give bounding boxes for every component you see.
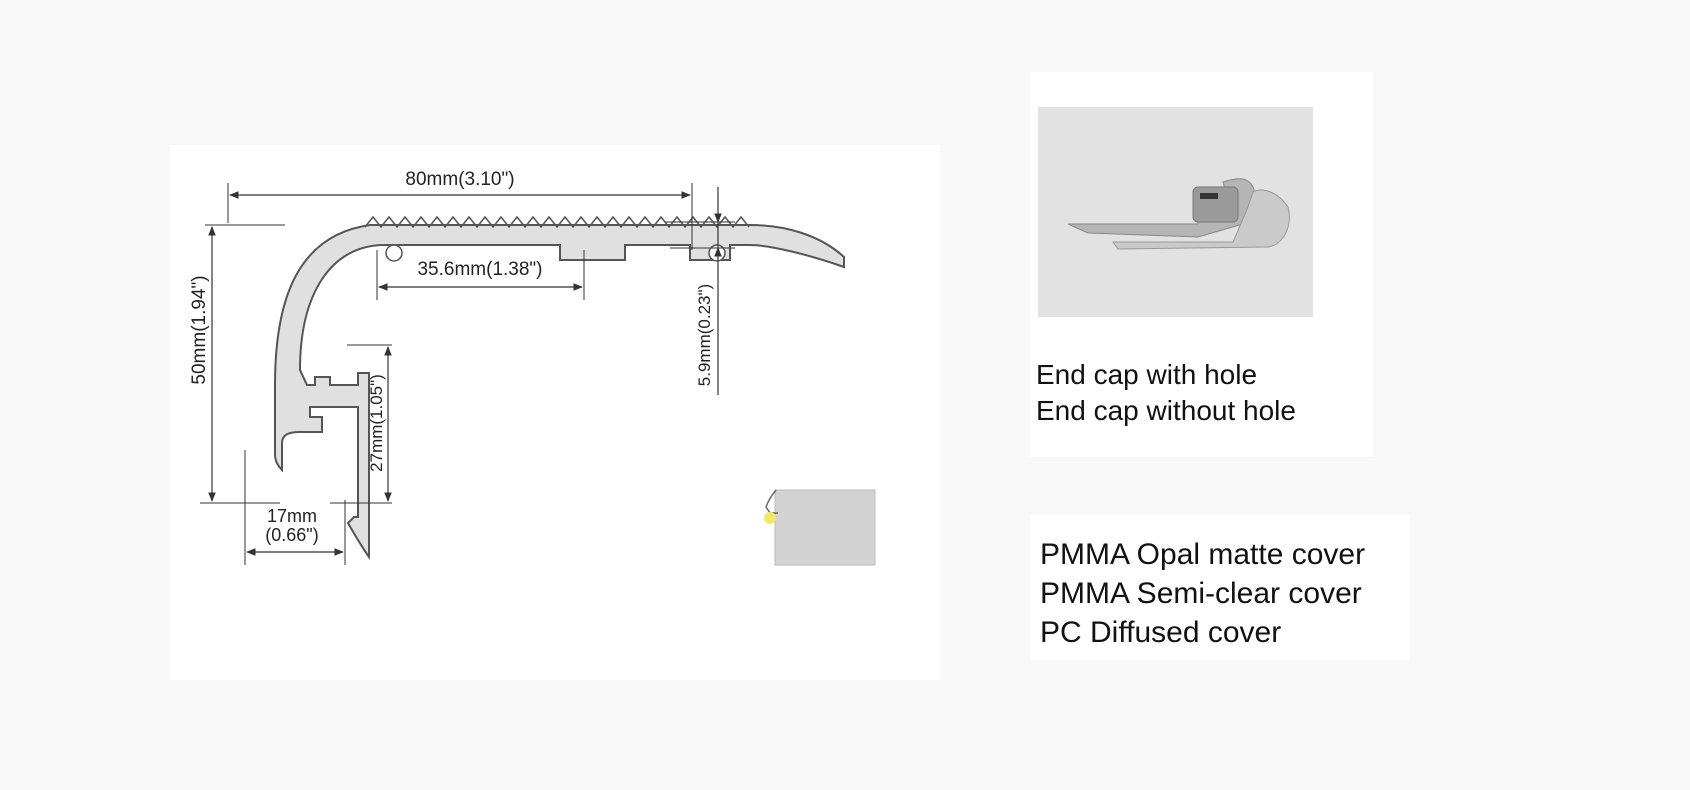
end-cap-option: End cap without hole xyxy=(1036,395,1296,427)
base-dimension-label-inch: (0.66") xyxy=(265,525,318,545)
slot-dimension-label: 35.6mm(1.38") xyxy=(417,259,542,280)
cover-option: PMMA Semi-clear cover xyxy=(1040,577,1362,610)
installation-thumbnail xyxy=(764,489,876,566)
end-cap-option: End cap with hole xyxy=(1036,359,1258,390)
end-cap-photo xyxy=(1038,107,1313,317)
end-cap-panel: End cap with hole End cap without hole xyxy=(1030,72,1373,457)
left-screw-channel xyxy=(385,244,403,262)
serrated-top-surface xyxy=(364,215,750,229)
cover-option: PMMA Opal matte cover xyxy=(1040,538,1366,571)
profile-drawing: 80mm(3.10") 35.6mm(1.38") 50mm(1.94") 5.… xyxy=(189,169,876,566)
cover-option-list: PMMA Opal matte cover PMMA Semi-clear co… xyxy=(1040,535,1365,652)
cover-options-panel: PMMA Opal matte cover PMMA Semi-clear co… xyxy=(1030,515,1410,660)
base-dimension-label: 17mm xyxy=(267,506,317,526)
end-cap-option-list: End cap with hole End cap without hole xyxy=(1036,357,1296,430)
height-dimension-label: 50mm(1.94") xyxy=(189,275,210,384)
cover-option: PC Diffused cover xyxy=(1040,616,1282,649)
width-dimension-label: 80mm(3.10") xyxy=(405,169,514,190)
inner-height-dimension-label: 27mm(1.05") xyxy=(367,374,386,472)
lip-dimension-label: 5.9mm(0.23") xyxy=(695,284,714,386)
profile-drawing-panel: 80mm(3.10") 35.6mm(1.38") 50mm(1.94") 5.… xyxy=(170,145,940,680)
right-screw-channel xyxy=(708,244,726,262)
end-cap-image xyxy=(1067,178,1290,250)
aluminium-profile-outline xyxy=(274,224,845,561)
